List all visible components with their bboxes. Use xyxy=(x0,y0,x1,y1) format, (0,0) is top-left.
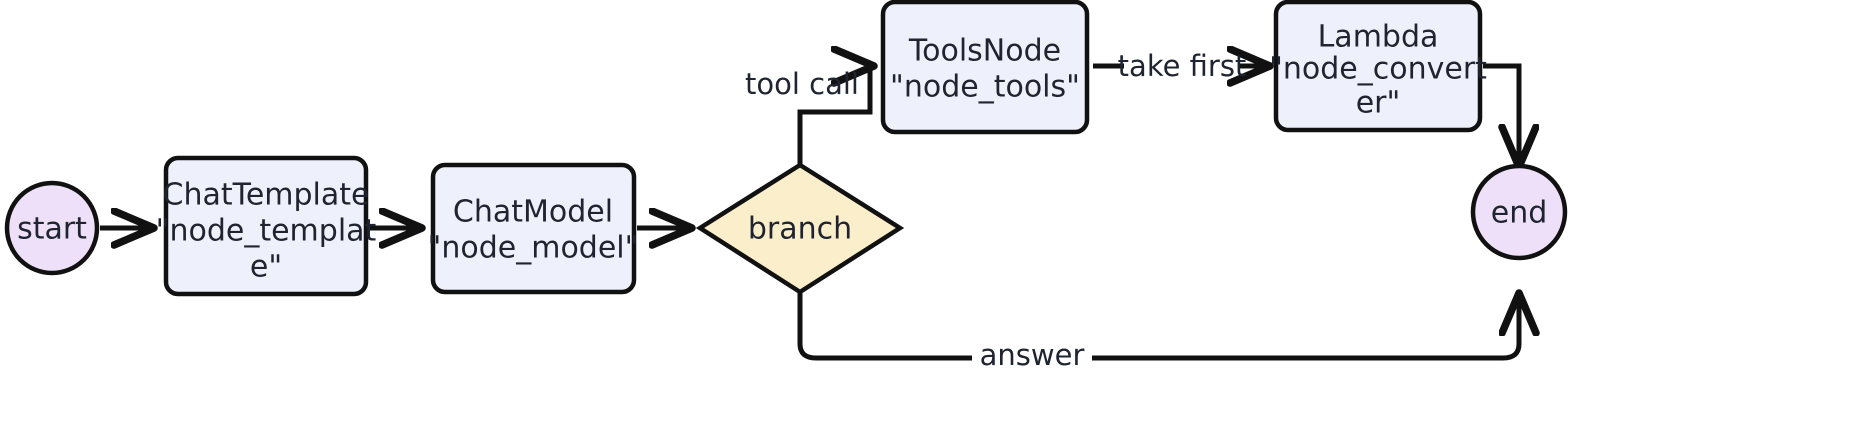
node-chat-model[interactable]: ChatModel "node_model" xyxy=(428,162,639,295)
edge-branch-to-end: answer answer xyxy=(797,292,1519,374)
node-branch-label: branch xyxy=(748,212,852,247)
tools-node-box-shape[interactable] xyxy=(880,0,1090,135)
node-chat-model-line-2: "node_model" xyxy=(428,231,639,266)
node-start[interactable]: start xyxy=(4,180,100,276)
node-tools-line-1: ToolsNode xyxy=(908,34,1061,69)
node-tools-line-2: "node_tools" xyxy=(890,70,1080,105)
node-chat-model-line-1: ChatModel xyxy=(453,195,613,230)
node-start-label: start xyxy=(17,212,87,247)
node-converter-line-3: er" xyxy=(1356,86,1401,121)
answer-label-backdrop xyxy=(972,340,1092,374)
node-tools[interactable]: ToolsNode "node_tools" xyxy=(880,0,1090,135)
edge-label-take-first: take first xyxy=(1118,49,1247,83)
node-chat-template[interactable]: ChatTemplate "node_templat e" xyxy=(156,155,377,297)
node-chat-template-line-1: ChatTemplate xyxy=(163,178,370,213)
node-end[interactable]: end xyxy=(1470,163,1568,261)
converter-box-shape[interactable] xyxy=(1273,0,1483,133)
chat-template-box-shape[interactable] xyxy=(163,155,369,297)
branch-diamond-shape[interactable] xyxy=(695,162,905,295)
node-converter[interactable]: Lambda "node_convert er" xyxy=(1269,0,1487,133)
node-converter-line-2: "node_convert xyxy=(1269,52,1487,87)
end-circle-shape[interactable] xyxy=(1470,163,1568,261)
edge-label-tool-call: tool call xyxy=(745,67,859,101)
node-branch[interactable]: branch xyxy=(695,162,905,295)
node-chat-template-line-3: e" xyxy=(250,250,282,285)
start-circle-shape[interactable] xyxy=(4,180,100,276)
edge-tools-to-converter: take first xyxy=(1093,49,1268,83)
node-end-label: end xyxy=(1491,196,1548,231)
node-chat-template-line-2: "node_templat xyxy=(156,214,377,249)
edge-branch-to-tools: tool call xyxy=(745,66,872,165)
edge-label-answer-text: answer xyxy=(980,338,1085,372)
chat-model-box-shape[interactable] xyxy=(430,162,637,295)
node-converter-line-1: Lambda xyxy=(1318,20,1439,55)
edge-converter-to-end xyxy=(1483,63,1519,165)
